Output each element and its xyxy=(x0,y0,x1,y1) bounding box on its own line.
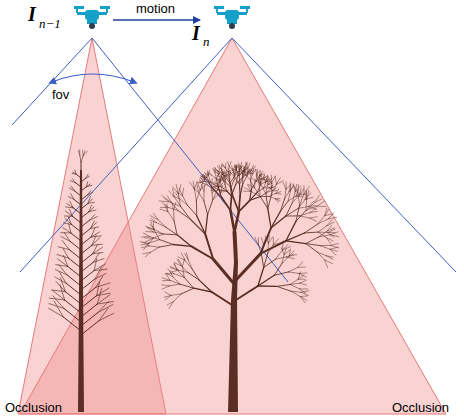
frame-index: n xyxy=(203,35,210,48)
motion-label: motion xyxy=(136,2,175,15)
trees xyxy=(49,150,339,412)
fov-arc xyxy=(52,74,134,82)
frame-label: I xyxy=(192,23,200,43)
occlusion-label: Occlusion xyxy=(5,401,62,414)
fov-label: fov xyxy=(52,88,69,101)
drone-icon xyxy=(74,6,110,29)
frame-label: I xyxy=(28,4,36,24)
frame-index: n−1 xyxy=(39,17,61,30)
fov-line xyxy=(20,38,232,272)
fov-line xyxy=(232,38,456,272)
view-frustum xyxy=(20,38,446,414)
occlusion-label: Occlusion xyxy=(392,401,449,414)
drone-icon xyxy=(214,6,250,29)
motion-arrow xyxy=(113,19,200,21)
